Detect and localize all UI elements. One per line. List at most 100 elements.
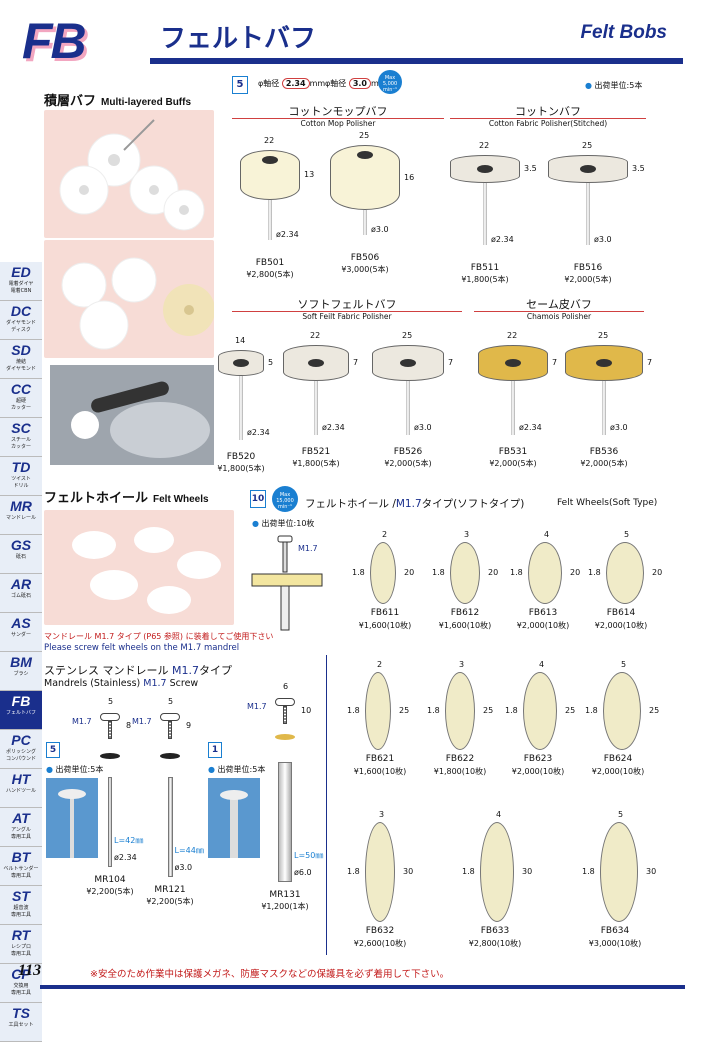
shaft-drawing [483, 183, 487, 245]
thickness-dim: 3 [464, 530, 470, 539]
mandrel-code: MR121 [154, 885, 186, 895]
length-dim: L=50㎜ [294, 851, 324, 860]
hole-dim: 1.8 [432, 568, 445, 577]
shaft-drawing [268, 200, 272, 240]
diameter-dim: 20 [488, 568, 499, 577]
mandrel-code: MR104 [94, 875, 126, 885]
ship-unit-mandrel-5b: ● 出荷単位:5本 [208, 765, 266, 774]
wheel-code: FB633 [480, 926, 510, 936]
diameter-dim: 25 [565, 706, 576, 715]
sidebar-code: RT [11, 927, 31, 943]
product-photo-buffs [44, 110, 214, 238]
screw-shaft [283, 706, 287, 724]
head-dim: 5 [108, 697, 114, 706]
buff-hub [596, 359, 612, 367]
sidebar-sub: ツイスト ドリル [11, 476, 31, 489]
shaft-drawing [586, 183, 590, 245]
diameter-dim: 30 [646, 867, 657, 876]
width-dim: 14 [235, 336, 246, 345]
width-dim: 22 [479, 141, 490, 150]
thread-dim: M1.7 [132, 717, 152, 726]
height-dim: 7 [353, 358, 359, 367]
hole-dim: 1.8 [588, 568, 601, 577]
height-dim: 7 [552, 358, 558, 367]
thread-dim: M1.7 [247, 702, 267, 711]
product-photo-in-use [50, 365, 214, 465]
buff-hub [580, 165, 596, 173]
wheel-code: FB623 [523, 754, 553, 764]
shaft-dim: ø3.0 [174, 863, 193, 872]
ship-unit-wheels: ● 出荷単位:10枚 [252, 519, 315, 528]
page-number: 113 [18, 962, 42, 979]
product-photo-chamois [44, 240, 215, 358]
washer [275, 734, 295, 740]
ship-unit-mandrel-5: ● 出荷単位:5本 [46, 765, 104, 774]
height-dim: 7 [647, 358, 653, 367]
sidebar-code: TS [12, 1005, 30, 1021]
wheel-price: ¥1,600(10枚) [438, 621, 492, 630]
product-code: FB506 [350, 253, 380, 263]
buff-hub [308, 359, 324, 367]
sidebar-sub: ゴム砥石 [10, 593, 31, 599]
thickness-dim: 4 [496, 810, 502, 819]
product-code: FB521 [301, 447, 331, 457]
hole-dim: 1.8 [582, 867, 595, 876]
sidebar-code: ST [12, 888, 30, 904]
sidebar-sub: 交換用 専用工具 [10, 983, 31, 996]
page-title-jp: フェルトバフ [160, 24, 317, 54]
shaft-dim: ø3.0 [414, 423, 432, 432]
hole-dim: 1.8 [505, 706, 518, 715]
mandrel-price: ¥2,200(5本) [86, 887, 134, 896]
shaft-dim: ø2.34 [247, 428, 270, 437]
hole-dim: 1.8 [427, 706, 440, 715]
wheels-photo-illustration [72, 527, 221, 614]
sidebar-code: MR [10, 498, 32, 514]
width-dim: 25 [359, 131, 370, 140]
thickness-dim: 2 [377, 660, 383, 669]
shaft-drawing [363, 210, 367, 235]
washer [100, 753, 120, 759]
footer-rule [40, 985, 685, 989]
sidebar-sub: ベルトサンダー 専用工具 [3, 866, 39, 879]
height-dim: 5 [268, 358, 274, 367]
shaft-drawing [602, 381, 606, 435]
wheel-drawing [480, 822, 514, 922]
thickness-dim: 3 [459, 660, 465, 669]
height-dim: 13 [304, 170, 315, 179]
product-price: ¥2,000(5本) [384, 459, 432, 468]
header-rule [150, 58, 683, 64]
sidebar-sub: アングル 専用工具 [10, 827, 31, 840]
multi-title-en: Multi-layered Buffs [101, 97, 192, 108]
product-code: FB501 [255, 258, 285, 268]
wheel-drawing [523, 672, 557, 750]
